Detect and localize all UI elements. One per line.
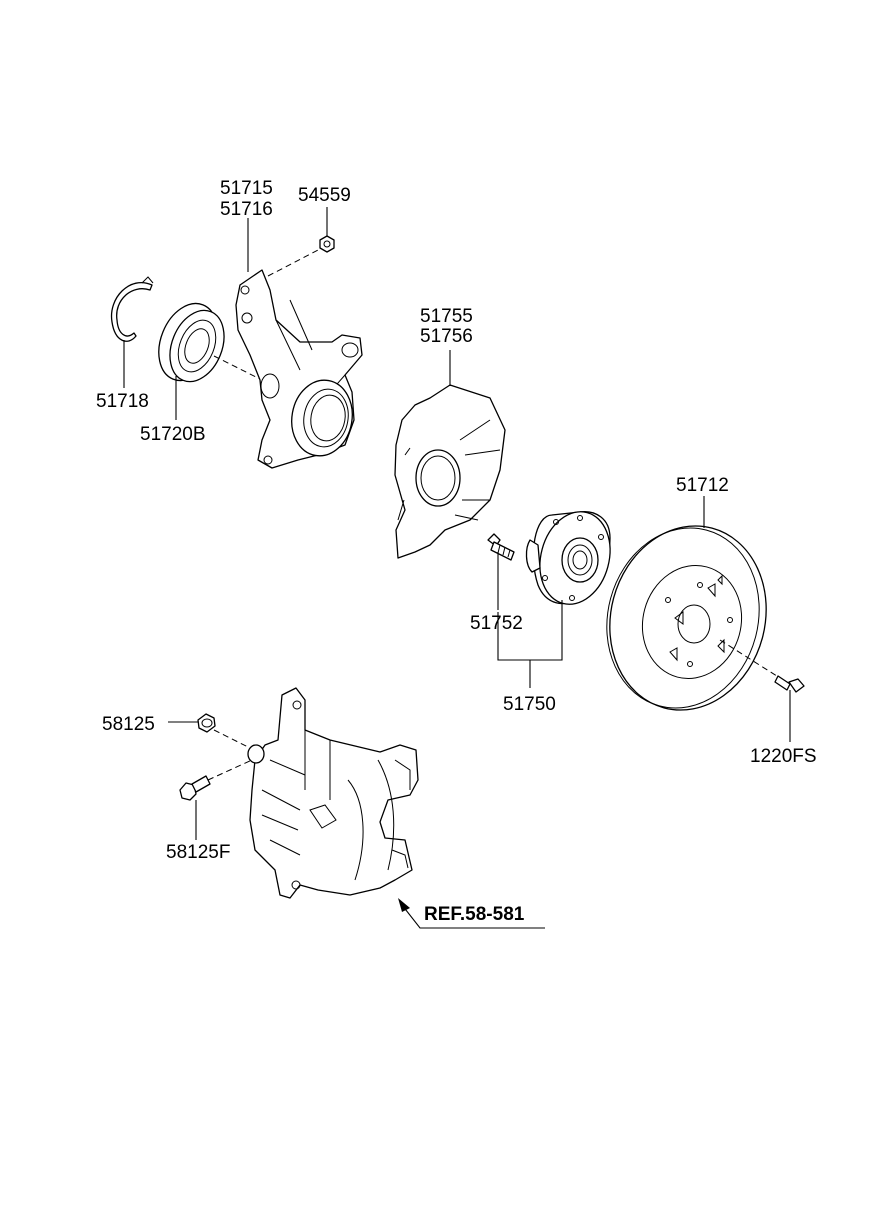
lock-nut-part [319,235,335,253]
disc-screw-part [774,675,805,693]
wheel-hub-part [525,511,611,605]
brake-caliper-carrier-part [247,687,419,899]
steering-knuckle-part [235,269,363,469]
hub-bolt-part [487,533,515,561]
caliper-bolt-part [197,713,216,733]
label-disc-51712: 51712 [676,475,729,496]
label-knuckle-51716: 51716 [220,199,273,220]
dust-cover-part [394,384,506,559]
label-hub-51750: 51750 [503,694,556,715]
brake-disc-part [606,525,767,711]
label-caliper-bolt-58125: 58125 [102,714,155,735]
label-bearing-51720b: 51720B [140,424,206,445]
label-hub-bolt-51752: 51752 [470,613,523,634]
wheel-bearing-part [158,302,225,383]
snap-ring-part [110,276,154,342]
label-knuckle-51715: 51715 [220,178,273,199]
label-nut-54559: 54559 [298,185,351,206]
label-dust-cover-51755: 51755 [420,306,473,327]
label-reference-58-581[interactable]: REF.58-581 [424,904,525,925]
caliper-guide-bolt-part [179,775,211,801]
label-snap-ring-51718: 51718 [96,391,149,412]
label-guide-bolt-58125f: 58125F [166,842,230,863]
label-dust-cover-51756: 51756 [420,326,473,347]
label-disc-screw-1220fs: 1220FS [750,746,817,767]
reference-arrow [398,898,545,929]
